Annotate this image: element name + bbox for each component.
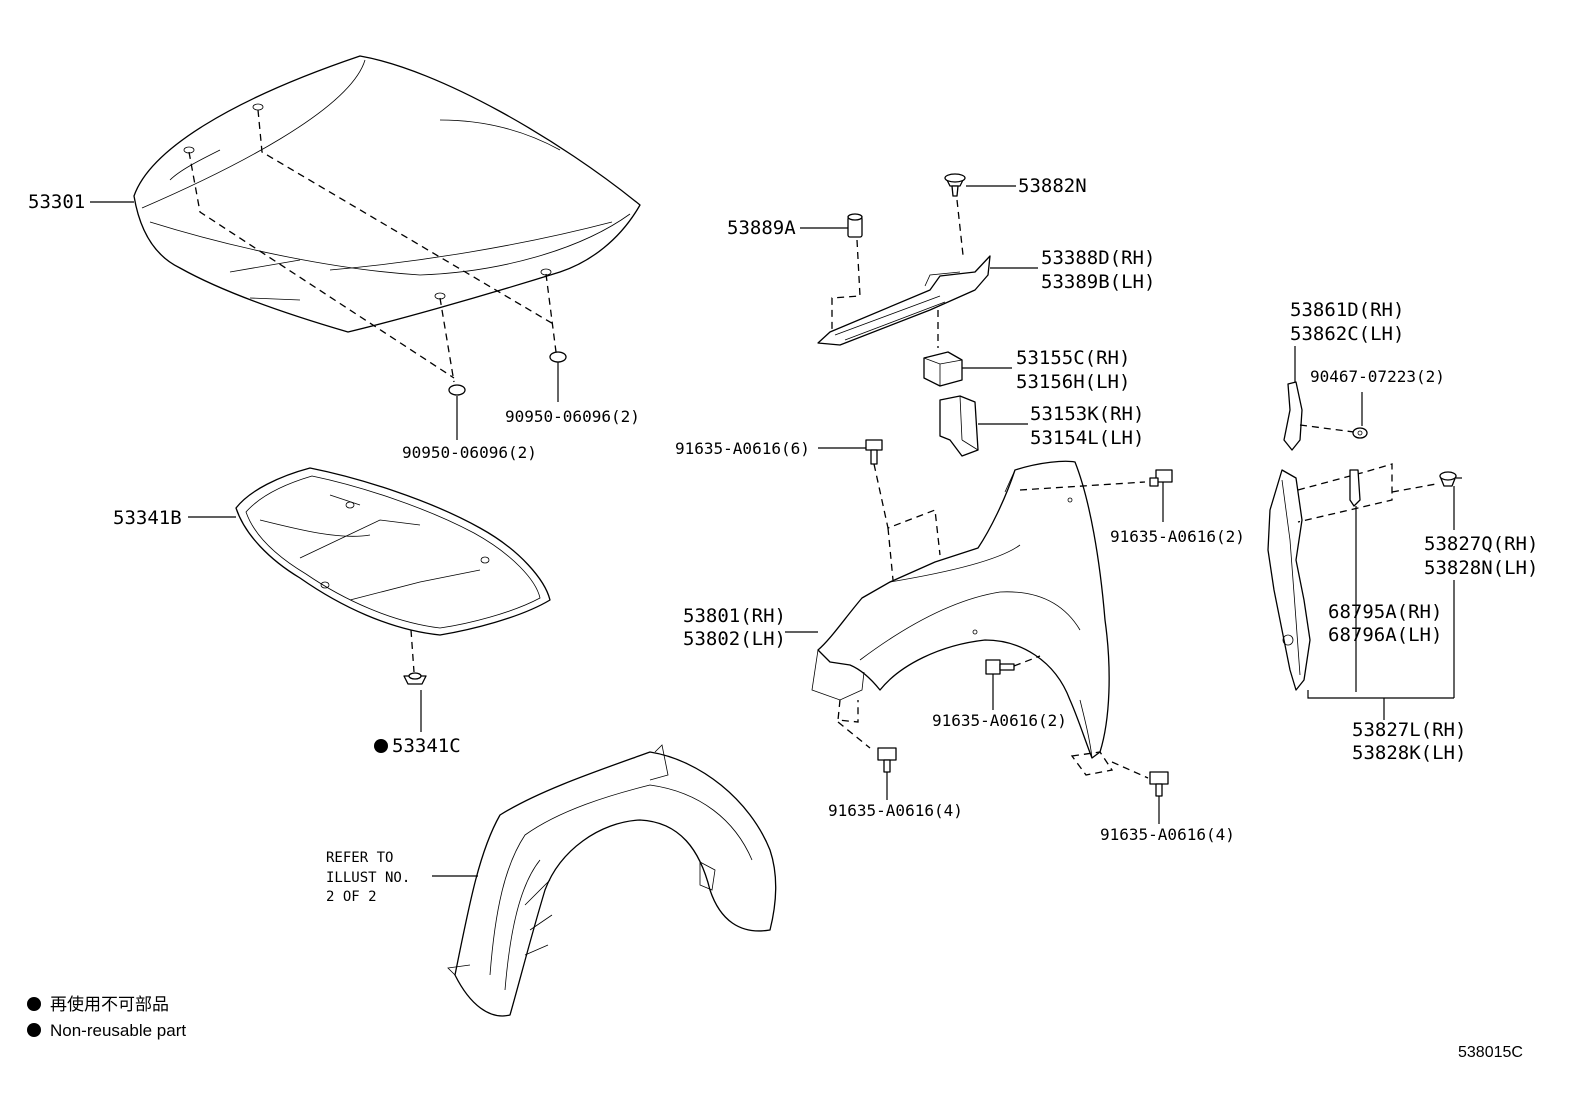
seal-c-clip-icon[interactable] (1439, 471, 1457, 487)
hood-cushion-left-callout: 90950-06096(2) (402, 443, 537, 462)
bolt-right-icon[interactable] (1149, 469, 1173, 487)
bolt-arch-icon[interactable] (985, 659, 1015, 675)
seal-a-rh-callout: 53155C(RH) (1016, 347, 1130, 369)
cowl-seal-lh-callout: 53389B(LH) (1041, 271, 1155, 293)
hood-cushion-right-icon[interactable] (549, 351, 567, 363)
hood-cushion-right-callout: 90950-06096(2) (505, 407, 640, 426)
non-reusable-marker-icon (374, 739, 388, 753)
protector-icon[interactable] (1349, 469, 1361, 507)
seal-a-icon[interactable] (923, 351, 963, 387)
bolt-right-callout: 91635-A0616(2) (1110, 527, 1245, 546)
insulator-clip-callout: 53341C (392, 735, 461, 757)
cowl-clip-callout: 53882N (1018, 175, 1087, 197)
seal-c-rh-callout: 53827Q(RH) (1424, 533, 1538, 555)
legend-marker-icon (27, 1023, 41, 1037)
insulator-clip-icon[interactable] (403, 672, 427, 685)
bracket-rh-callout: 53861D(RH) (1290, 299, 1404, 321)
seal-b-icon[interactable] (939, 395, 979, 457)
hood-callout: 53301 (28, 191, 85, 213)
cowl-seal[interactable] (817, 255, 991, 346)
legend-cn: 再使用不可部品 (50, 994, 169, 1014)
hood-insulator[interactable] (235, 467, 551, 636)
cushion-icon[interactable] (847, 213, 863, 238)
seal-a-lh-callout: 53156H(LH) (1016, 371, 1130, 393)
seal-set-rh-callout: 53827L(RH) (1352, 719, 1466, 741)
seal-b-rh-callout: 53153K(RH) (1030, 403, 1144, 425)
bolt-front-callout: 91635-A0616(4) (828, 801, 963, 820)
cowl-seal-rh-callout: 53388D(RH) (1041, 247, 1155, 269)
fender-rh-callout: 53801(RH) (683, 605, 786, 627)
bolt-top-callout: 91635-A0616(6) (675, 439, 810, 458)
bracket-lh-callout: 53862C(LH) (1290, 323, 1404, 345)
insulator-callout: 53341B (113, 507, 182, 529)
bolt-front-icon[interactable] (877, 747, 897, 773)
bolt-top-icon[interactable] (865, 439, 883, 465)
seal-c-lh-callout: 53828N(LH) (1424, 557, 1538, 579)
nut-callout: 90467-07223(2) (1310, 367, 1445, 386)
nut-icon[interactable] (1352, 427, 1368, 439)
fender-liner[interactable] (447, 744, 777, 1017)
protector-lh-callout: 68796A(LH) (1328, 624, 1442, 646)
bolt-arch-callout: 91635-A0616(2) (932, 711, 1067, 730)
hood-panel[interactable] (133, 55, 641, 333)
illustration-code: 538015C (1458, 1044, 1523, 1061)
seal-set-lh-callout: 53828K(LH) (1352, 742, 1466, 764)
protector-rh-callout: 68795A(RH) (1328, 601, 1442, 623)
hood-cushion-left-icon[interactable] (448, 384, 466, 396)
fender-lh-callout: 53802(LH) (683, 628, 786, 650)
bracket-icon[interactable] (1283, 381, 1303, 451)
refer-note-line-1: REFER TO (326, 850, 393, 866)
cushion-callout: 53889A (727, 217, 796, 239)
refer-note-line-3: 2 OF 2 (326, 889, 377, 905)
bolt-rear-icon[interactable] (1149, 771, 1169, 797)
front-fender[interactable] (811, 460, 1110, 759)
fender-seal-icon[interactable] (1267, 469, 1311, 691)
refer-note-line-2: ILLUST NO. (326, 870, 410, 886)
legend-en: Non-reusable part (50, 1021, 186, 1040)
seal-b-lh-callout: 53154L(LH) (1030, 427, 1144, 449)
cowl-clip-icon[interactable] (944, 173, 966, 197)
legend-marker-icon (27, 997, 41, 1011)
bolt-rear-callout: 91635-A0616(4) (1100, 825, 1235, 844)
